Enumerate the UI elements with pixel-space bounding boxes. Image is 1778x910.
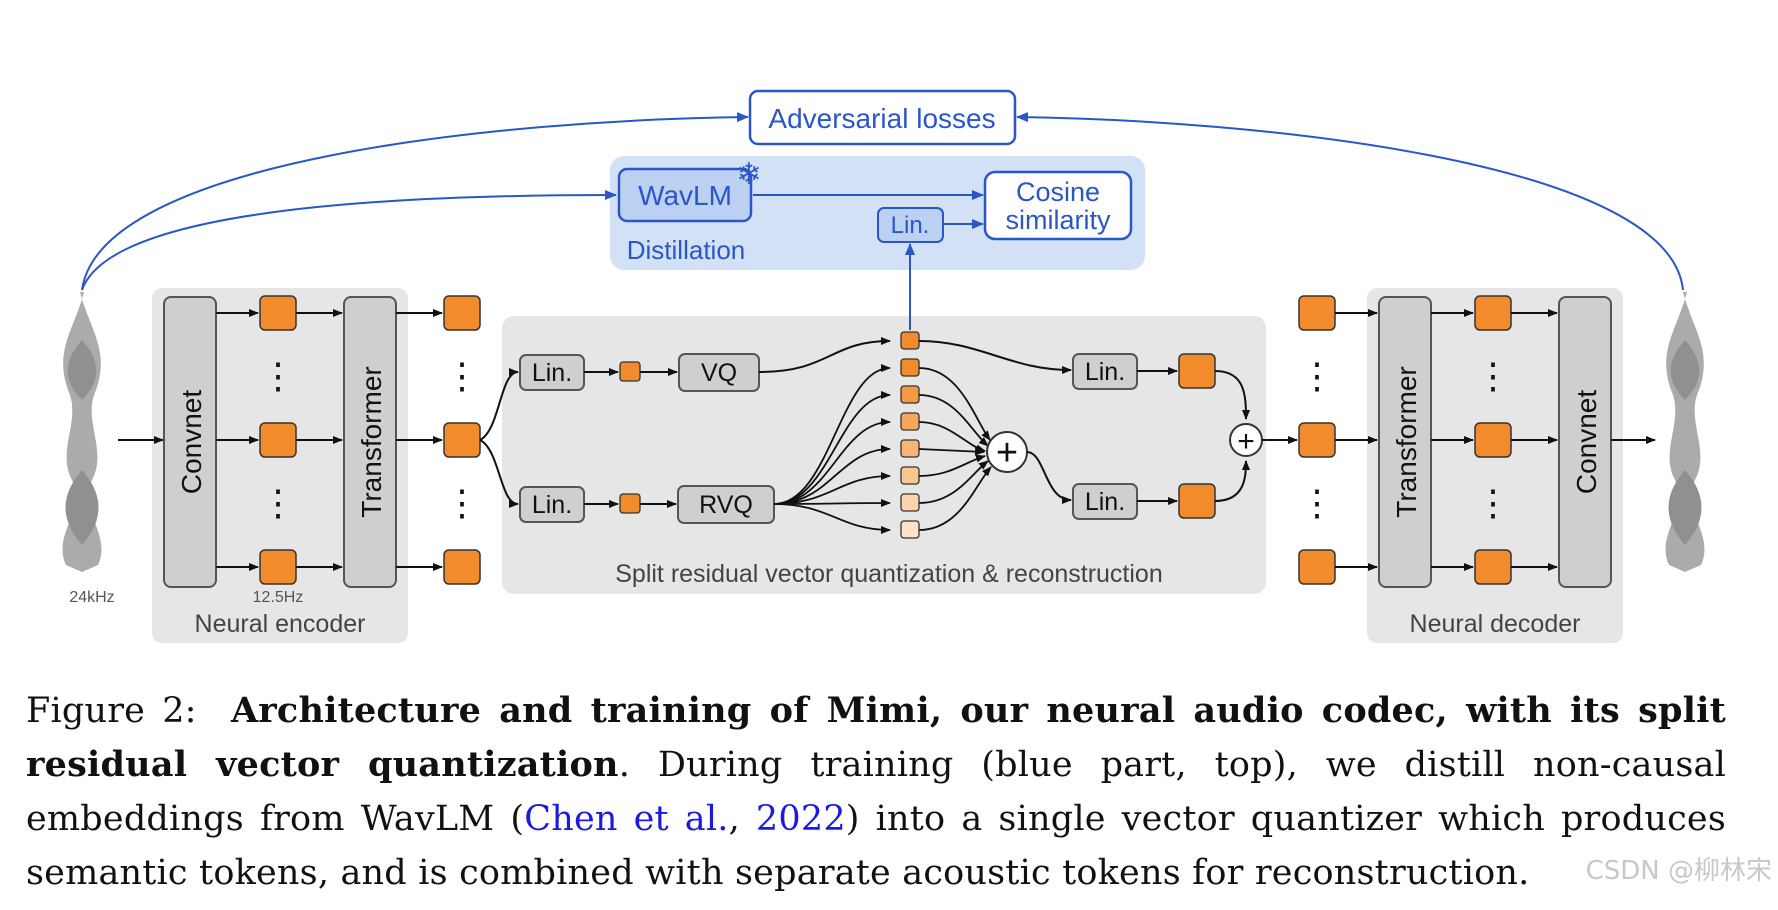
rvq-input-lin-label: Lin. xyxy=(532,491,572,519)
wavlm-box xyxy=(617,167,753,223)
decoder-input-token xyxy=(1298,549,1336,585)
latent-ellipsis: ⋮ xyxy=(444,355,480,396)
cosine-label-line2: similarity xyxy=(1006,205,1111,235)
figure-number: Figure 2: xyxy=(26,691,197,731)
wavlm-label: WavLM xyxy=(638,180,732,211)
acoustic-token xyxy=(900,493,920,512)
semantic-output-token xyxy=(1178,353,1216,389)
rvq-label: RVQ xyxy=(699,491,753,519)
decoder-token xyxy=(1474,422,1512,458)
caption-text-part1: . During training (blue part, top), we d… xyxy=(26,745,1726,839)
decoder-ellipsis: ⋮ xyxy=(1475,355,1511,396)
vq-input-token xyxy=(619,361,641,382)
citation-author-link[interactable]: Chen et al. xyxy=(524,799,729,839)
input-to-wavlm-arc xyxy=(81,190,617,291)
decoder-input-token xyxy=(1298,422,1336,458)
encoder-ellipsis: ⋮ xyxy=(260,355,296,396)
encoder-convnet-label: Convnet xyxy=(176,390,207,495)
encoder-ellipsis: ⋮ xyxy=(260,482,296,523)
csdn-watermark: CSDN @柳林宋 xyxy=(1585,856,1772,886)
acoustic-output-token xyxy=(1178,483,1216,519)
split-rvq-label: Split residual vector quantization & rec… xyxy=(615,560,1163,588)
encoder-token xyxy=(259,422,297,458)
cosine-label-line1: Cosine xyxy=(1016,177,1100,207)
cosine-similarity-box xyxy=(983,170,1133,241)
vq-label: VQ xyxy=(701,359,737,387)
caption-bold-title: Architecture and training of Mimi, our n… xyxy=(26,690,1727,785)
decoder-input-ellipsis: ⋮ xyxy=(1299,482,1335,523)
decoder-convnet-block xyxy=(1558,296,1612,588)
decoder-token xyxy=(1474,549,1512,585)
acoustic-token xyxy=(900,358,920,377)
acoustic-token xyxy=(900,412,920,431)
encoder-frame-rate: 12.5Hz xyxy=(253,589,304,606)
decoder-input-token xyxy=(1298,295,1336,331)
latent-token xyxy=(443,422,481,458)
caption-text-part2: ) into a single vector quantizer which p… xyxy=(26,799,1726,893)
neural-decoder-label: Neural decoder xyxy=(1410,610,1581,638)
latent-token xyxy=(443,295,481,331)
semantic-output-lin-label: Lin. xyxy=(1085,358,1125,386)
encoder-transformer-label: Transformer xyxy=(356,366,387,517)
residual-sum-icon: + xyxy=(996,432,1018,474)
encoder-transformer-block xyxy=(343,296,397,588)
adversarial-losses-label: Adversarial losses xyxy=(768,103,995,134)
acoustic-output-lin-label: Lin. xyxy=(1085,488,1125,516)
acoustic-token xyxy=(900,385,920,404)
encoder-token xyxy=(259,295,297,331)
acoustic-token xyxy=(900,520,920,539)
output-to-adversarial-arc xyxy=(1016,112,1684,291)
semantic-token xyxy=(900,331,920,350)
input-waveform-icon xyxy=(62,292,102,572)
decoder-input-ellipsis: ⋮ xyxy=(1299,355,1335,396)
decoder-token xyxy=(1474,295,1512,331)
acoustic-token xyxy=(900,466,920,485)
distillation-label: Distillation xyxy=(627,235,746,265)
vq-input-lin-label: Lin. xyxy=(532,359,572,387)
output-sum-icon: + xyxy=(1237,425,1255,458)
decoder-transformer-block xyxy=(1378,296,1432,588)
citation-year-link[interactable]: 2022 xyxy=(755,799,846,839)
split-rvq-panel xyxy=(502,316,1266,594)
citation-separator: , xyxy=(728,799,756,839)
input-sample-rate: 24kHz xyxy=(69,589,114,606)
decoder-ellipsis: ⋮ xyxy=(1475,482,1511,523)
frozen-snowflake-icon: ❄ xyxy=(736,158,761,191)
latent-ellipsis: ⋮ xyxy=(444,482,480,523)
figure-caption: Figure 2: Architecture and training of M… xyxy=(26,684,1726,900)
latent-token xyxy=(443,549,481,585)
rvq-input-token xyxy=(619,493,641,514)
input-to-adversarial-arc xyxy=(81,112,749,291)
distill-lin-label: Lin. xyxy=(891,212,930,239)
acoustic-token xyxy=(900,439,920,458)
decoder-convnet-label: Convnet xyxy=(1571,390,1602,495)
encoder-token xyxy=(259,549,297,585)
output-waveform-icon xyxy=(1665,292,1705,572)
neural-encoder-label: Neural encoder xyxy=(195,610,366,638)
mimi-architecture-diagram: Adversarial losses WavLM ❄ Distillation … xyxy=(62,89,1705,643)
decoder-transformer-label: Transformer xyxy=(1391,366,1422,517)
adversarial-losses-box xyxy=(748,89,1017,146)
encoder-convnet-block xyxy=(163,296,217,588)
